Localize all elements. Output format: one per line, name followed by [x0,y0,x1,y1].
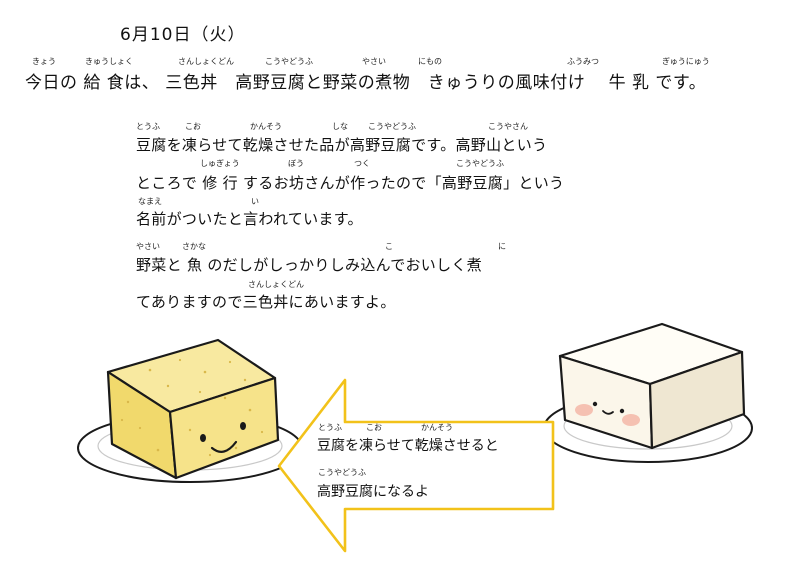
ruby: こうやどうふ [368,122,416,131]
ruby: こお [366,423,382,432]
menu-headline: 今日の 給 食は、 三色丼 高野豆腐と野菜の煮物 きゅうりの風味付け 牛 乳 で… [25,73,707,93]
body-line-2: ところで 修 行 するお坊さんが作ったので「高野豆腐」という [136,174,565,192]
ruby: かんそう [250,122,282,131]
ruby: とうふ [318,423,342,432]
ruby: こうやどうふ [265,57,313,66]
ruby: かんそう [421,423,453,432]
ruby: とうふ [136,122,160,131]
body-line-5: てありますので三色丼にあいますよ。 [136,293,396,311]
ruby: い [251,197,259,206]
ruby: こうやどうふ [456,159,504,168]
ruby: こうやさん [488,122,528,131]
body-ruby-5: さんしょくどん [0,279,800,291]
ruby: やさい [362,57,386,66]
ruby: こうやどうふ [318,468,366,477]
ruby: こ [385,242,393,251]
koya-tofu-illustration [106,338,280,480]
tofu-eye-left [592,401,598,407]
headline-ruby: きょう きゅうしょく さんしょくどん こうやどうふ やさい にもの ふうみつ ぎ… [0,56,800,68]
ruby: さかな [182,242,206,251]
koya-tofu-smile [210,440,238,453]
tofu-smile [602,410,614,415]
koya-tofu-texture [120,358,264,457]
tofu-eye-right [619,408,625,414]
ruby: に [498,242,506,251]
tofu-cheek-right [622,414,640,426]
ruby: ぎゅうにゅう [662,57,710,66]
ruby: しな [332,122,348,131]
body-ruby-2: しゅぎょう ぼう つく こうやどうふ [0,158,800,170]
ruby: こお [185,122,201,131]
ruby: さんしょくどん [178,57,234,66]
body-line-3: 名前がついたと言われています。 [136,210,363,228]
ruby: しゅぎょう [200,159,240,168]
koya-tofu-eye-left [200,434,206,442]
ruby: きゅうしょく [85,57,133,66]
ruby: にもの [418,57,442,66]
bubble-ruby-1: とうふ こお かんそう [0,422,800,434]
body-line-1: 豆腐を凍らせて乾燥させた品が高野豆腐です。高野山という [136,136,548,154]
ruby: きょう [32,57,56,66]
bubble-line-2: 高野豆腐になるよ [317,484,429,500]
ruby: ふうみつ [567,57,599,66]
tofu-illustration [558,322,746,450]
ruby: やさい [136,242,160,251]
bubble-line-1: 豆腐を凍らせて乾燥させると [317,438,499,454]
tofu-cheek-left [575,404,593,416]
ruby: ぼう [288,159,304,168]
body-ruby-3: なまえ い [0,196,800,208]
arrow-bubble [277,378,555,553]
ruby: さんしょくどん [248,280,304,289]
body-ruby-4: やさい さかな こ に [0,241,800,253]
tofu-side [648,350,746,450]
bubble-ruby-2: こうやどうふ [0,467,800,479]
ruby: なまえ [138,197,162,206]
koya-tofu-eye-right [240,422,246,430]
date-heading: 6月10日（火） [120,25,246,45]
ruby: つく [354,159,370,168]
body-line-4: 野菜と 魚 のだしがしっかりしみ込んでおいしく煮 [136,256,482,274]
koya-tofu-front [168,376,280,480]
body-ruby-1: とうふ こお かんそう しな こうやどうふ こうやさん [0,121,800,133]
